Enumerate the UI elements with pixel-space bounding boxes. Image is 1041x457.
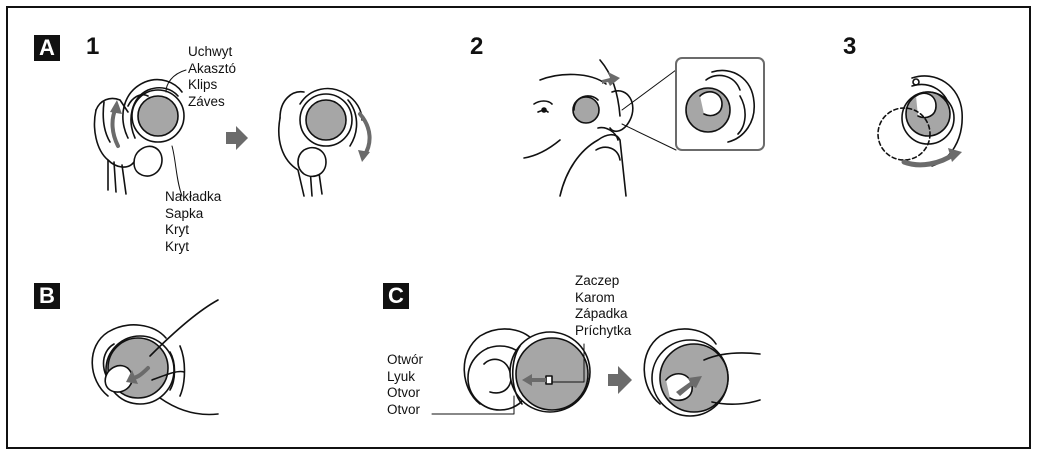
c-attach-cap [464,329,590,412]
a1-earbud-hook-detach [95,80,185,194]
arrow-head [358,150,370,162]
right-arrow-icon [608,366,632,394]
rotate-arrow-icon [904,154,954,165]
right-arrow-icon [226,126,248,150]
c-press-cap [644,329,760,416]
hook-leader [166,70,186,92]
arrow-head [948,148,962,162]
arrow-head [110,100,122,114]
cap-leader [172,146,182,196]
rotate-arrow-icon [113,108,119,146]
a1-earbud-hook-rotate [279,89,362,196]
b-remove-cap [92,300,218,414]
a2-insert-into-ear [524,60,676,196]
